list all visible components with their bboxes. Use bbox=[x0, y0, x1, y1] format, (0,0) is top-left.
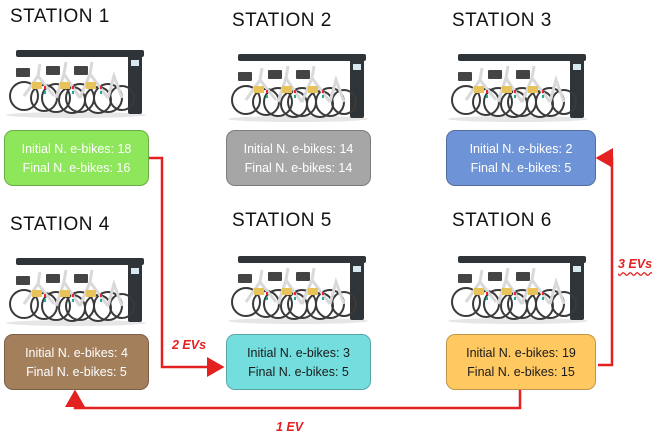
bike-rack-illustration bbox=[4, 256, 148, 326]
bike-rack-illustration bbox=[226, 254, 370, 324]
flow-label-station1-to-station5: 2 EVs bbox=[172, 338, 207, 352]
station-4-title: STATION 4 bbox=[10, 214, 110, 235]
station-1-title: STATION 1 bbox=[10, 6, 110, 27]
station-6-initial: Initial N. e-bikes: 19 bbox=[466, 346, 576, 360]
station-5-final: Final N. e-bikes: 5 bbox=[248, 365, 349, 379]
station-4-initial: Initial N. e-bikes: 4 bbox=[25, 346, 128, 360]
station-2-initial: Initial N. e-bikes: 14 bbox=[243, 142, 354, 156]
station-1-info-box: Initial N. e-bikes: 18 Final N. e-bikes:… bbox=[4, 130, 149, 186]
station-1-initial: Initial N. e-bikes: 18 bbox=[21, 142, 132, 156]
arrow-station1-to-station5 bbox=[148, 156, 225, 377]
flow-label-station6-to-station3: 3 EVs bbox=[618, 257, 653, 271]
bike-rack-illustration bbox=[446, 52, 590, 122]
station-5-title: STATION 5 bbox=[232, 210, 332, 231]
station-6-title: STATION 6 bbox=[452, 210, 552, 231]
station-2-info-box: Initial N. e-bikes: 14 Final N. e-bikes:… bbox=[226, 130, 371, 186]
station-5-initial: Initial N. e-bikes: 3 bbox=[247, 346, 350, 360]
station-5-info-box: Initial N. e-bikes: 3 Final N. e-bikes: … bbox=[226, 334, 371, 390]
station-2-title: STATION 2 bbox=[232, 10, 332, 31]
arrow-station6-to-station4 bbox=[65, 388, 522, 410]
station-3-final: Final N. e-bikes: 5 bbox=[470, 161, 572, 175]
station-1-final: Final N. e-bikes: 16 bbox=[22, 161, 131, 175]
arrow-station6-to-station3 bbox=[595, 148, 614, 367]
station-6-info-box: Initial N. e-bikes: 19 Final N. e-bikes:… bbox=[446, 334, 596, 390]
station-3-initial: Initial N. e-bikes: 2 bbox=[469, 142, 573, 156]
station-4-info-box: Initial N. e-bikes: 4 Final N. e-bikes: … bbox=[4, 334, 149, 390]
station-3-info-box: Initial N. e-bikes: 2 Final N. e-bikes: … bbox=[446, 130, 596, 186]
station-2-final: Final N. e-bikes: 14 bbox=[244, 161, 353, 175]
bike-rack-illustration bbox=[226, 52, 370, 122]
station-3-title: STATION 3 bbox=[452, 10, 552, 31]
bike-rack-illustration bbox=[4, 48, 148, 118]
bike-rack-illustration bbox=[446, 254, 590, 324]
flow-label-station6-to-station4: 1 EV bbox=[276, 420, 304, 434]
station-6-final: Final N. e-bikes: 15 bbox=[467, 365, 575, 379]
station-4-final: Final N. e-bikes: 5 bbox=[26, 365, 127, 379]
